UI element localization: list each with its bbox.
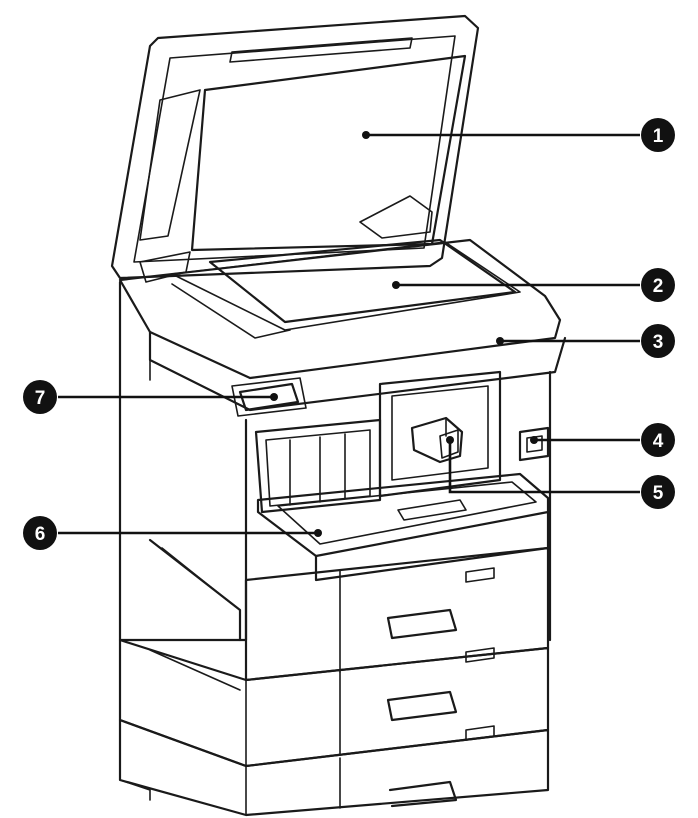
callout-label-2: 2: [653, 276, 664, 297]
printer-body: [118, 280, 552, 642]
leader-2: [392, 281, 640, 289]
control-panel: [231, 377, 307, 417]
callout-label-4: 4: [653, 431, 664, 452]
callout-badge-4: 4: [641, 423, 675, 457]
paper-cassette-2: [118, 638, 550, 768]
leader-3: [496, 337, 640, 345]
callout-leaders: [58, 131, 640, 537]
front-cover-area: [254, 370, 502, 514]
callout-badge-6: 6: [23, 516, 57, 550]
paper-cassette-3: [118, 718, 550, 817]
callout-label-1: 1: [653, 126, 664, 147]
callout-badge-5: 5: [641, 475, 675, 509]
callout-badges: 1 2 3 4 5 6 7: [23, 118, 675, 550]
callout-label-3: 3: [653, 332, 664, 353]
callout-label-5: 5: [653, 483, 664, 504]
callout-badge-2: 2: [641, 268, 675, 302]
leader-7: [58, 393, 278, 401]
output-tray: [256, 472, 550, 582]
maintenance-box: [410, 416, 464, 464]
side-port: [518, 426, 550, 462]
leader-4: [530, 436, 640, 444]
callout-badge-3: 3: [641, 324, 675, 358]
callout-badge-1: 1: [641, 118, 675, 152]
callout-label-6: 6: [35, 524, 46, 545]
callout-badge-7: 7: [23, 380, 57, 414]
leader-1: [362, 131, 640, 139]
leader-6: [58, 529, 322, 537]
callout-label-7: 7: [35, 388, 46, 409]
leader-5: [446, 436, 640, 494]
printer-illustration: [110, 14, 567, 817]
